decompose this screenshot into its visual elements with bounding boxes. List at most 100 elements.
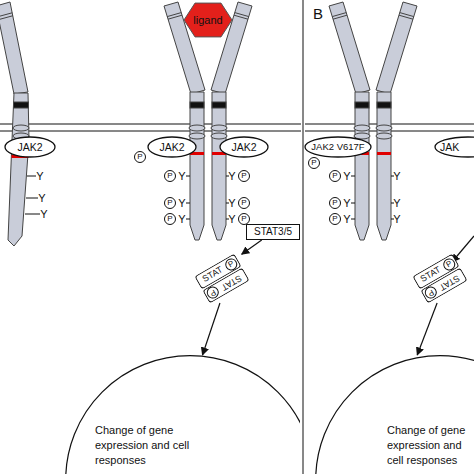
text-holder: JAK2 (219, 136, 269, 158)
arrow-line (452, 236, 474, 262)
phospho-circle: P (329, 197, 341, 209)
phospho-circle: P (164, 213, 176, 225)
jak2-oval: JAK (434, 136, 474, 158)
phospho-circle: P (164, 170, 176, 182)
tyrosine-stub (25, 214, 40, 215)
tyrosine-label: Y (228, 213, 235, 225)
tyrosine-label: Y (343, 170, 350, 182)
transmembrane-knob (211, 125, 227, 131)
receptor-stalk (8, 93, 29, 246)
jak2-oval: JAK2 (147, 136, 197, 158)
node-label: JAK2 V617F (311, 142, 364, 152)
tyrosine-label: Y (178, 197, 185, 209)
phospho-circle: P (164, 197, 176, 209)
node-label: ligand (193, 15, 222, 26)
stat-box: STAT3/5 (246, 224, 300, 240)
black-band (212, 102, 226, 108)
receptor-pair (329, 2, 417, 240)
text-holder: JAK (434, 136, 474, 158)
nucleus-arc: Change of gene expression and cell respo… (315, 355, 474, 474)
tyrosine-label: Y (36, 170, 43, 182)
nucleus-arc: Change of gene expression and cell respo… (65, 355, 300, 474)
membrane-line (0, 131, 301, 132)
phospho-circle: P (238, 213, 250, 225)
receptor-cap-line (234, 15, 248, 19)
arrow-connector (417, 303, 437, 355)
arc-shape (66, 356, 300, 474)
receptor-stalk (212, 92, 226, 240)
transmembrane-knob (189, 125, 205, 131)
phospho-circle: P (329, 213, 341, 225)
black-band (14, 102, 29, 108)
jak2-oval: JAK2 (219, 136, 269, 158)
hexagon-shape (184, 3, 232, 37)
phospho-circle: P (238, 170, 250, 182)
transmembrane-knob (13, 125, 29, 131)
tyrosine-label: Y (393, 213, 400, 225)
node-label: Change of gene expression and cell respo… (387, 423, 473, 468)
tyrosine-label: Y (393, 197, 400, 209)
jak2-oval: JAK2 (4, 136, 56, 158)
tyrosine-stub (186, 219, 190, 220)
node-label: JAK (440, 142, 459, 153)
node-label: JAK2 (17, 142, 42, 153)
tyrosine-label: Y (393, 170, 400, 182)
tyrosine-stub (186, 176, 190, 177)
node-label: Change of gene expression and cell respo… (95, 423, 195, 468)
text-holder: Change of gene expression and cell respo… (95, 423, 195, 468)
receptor-pair (164, 2, 252, 240)
receptor-stalk (190, 92, 204, 240)
tyrosine-label: Y (178, 213, 185, 225)
transmembrane-knob (211, 133, 227, 139)
phospho-circle: P (134, 151, 146, 163)
phospho-circle: P (238, 197, 250, 209)
ligand-hexagon: ligand (183, 2, 233, 38)
tyrosine-label: Y (228, 170, 235, 182)
node-label: JAK2 (159, 142, 184, 153)
panel-letter: B (313, 6, 323, 22)
tyrosine-label: Y (343, 213, 350, 225)
tyrosine-label: Y (38, 192, 45, 204)
receptor-chain (0, 2, 29, 246)
receptor-cap-line (168, 15, 182, 19)
node-label: STAT3/5 (254, 227, 292, 237)
arrow-connector (242, 240, 262, 254)
tyrosine-stub (26, 198, 38, 199)
oval-shape (305, 137, 371, 157)
arc-shape (316, 356, 474, 474)
phospho-circle: P (329, 170, 341, 182)
text-holder: STAT3/5 (246, 224, 300, 240)
oval-shape (435, 137, 474, 157)
tyrosine-label: Y (40, 208, 47, 220)
text-holder: JAK2 V617F (304, 136, 372, 158)
text-holder: ligand (183, 2, 233, 38)
arrow-connector (202, 303, 219, 355)
text-holder: Change of gene expression and cell respo… (387, 423, 473, 468)
phospho-circle: P (308, 157, 320, 169)
membrane-line (0, 124, 301, 125)
tyrosine-stub (27, 176, 36, 177)
rect-shape (421, 268, 467, 303)
tyrosine-label: Y (343, 197, 350, 209)
cell-membrane (0, 124, 474, 131)
tyrosine-label: Y (178, 170, 185, 182)
panel-border (303, 0, 304, 474)
oval-shape (220, 137, 268, 157)
text-holder: JAK2 (147, 136, 197, 158)
transmembrane-knob (189, 133, 205, 139)
rect-shape (247, 225, 300, 240)
rect-shape (203, 268, 249, 303)
tyrosine-label: Y (228, 197, 235, 209)
text-holder: JAK2 (4, 136, 56, 158)
tyrosine-stub (186, 203, 190, 204)
node-label: JAK2 (231, 142, 256, 153)
receptor-arm (0, 2, 28, 94)
oval-shape (5, 137, 55, 157)
jak2-oval: JAK2 V617F (304, 136, 372, 158)
black-band (190, 102, 204, 108)
oval-shape (148, 137, 196, 157)
receptor-cap-line (0, 16, 13, 20)
